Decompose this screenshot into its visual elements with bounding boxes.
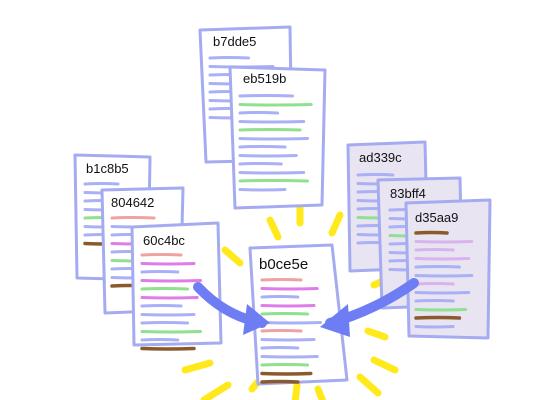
text-line xyxy=(238,137,309,141)
burst-ray xyxy=(221,246,244,267)
text-line xyxy=(260,355,319,359)
burst-ray xyxy=(181,359,214,374)
text-line xyxy=(140,330,202,334)
document-label: eb519b xyxy=(243,71,286,86)
text-line xyxy=(414,274,474,278)
text-line xyxy=(356,173,395,177)
text-line xyxy=(208,56,250,60)
text-line xyxy=(414,291,471,295)
text-line xyxy=(238,111,279,115)
document-b0ce5e: b0ce5e xyxy=(248,243,349,386)
text-line xyxy=(238,120,306,124)
text-line xyxy=(414,248,455,252)
text-line xyxy=(140,304,183,308)
burst-ray xyxy=(291,381,301,400)
curved-arrow-right-icon xyxy=(193,282,270,335)
text-line xyxy=(238,128,302,132)
text-line xyxy=(83,182,120,186)
document-eb519b: eb519b xyxy=(228,65,327,210)
text-line xyxy=(140,338,180,342)
text-line xyxy=(414,230,449,235)
burst-ray xyxy=(370,356,399,374)
text-line xyxy=(140,346,196,351)
document-label: b0ce5e xyxy=(259,256,308,273)
text-line xyxy=(140,296,199,300)
text-line xyxy=(260,329,303,333)
text-line xyxy=(110,216,156,220)
text-line xyxy=(140,253,183,257)
text-line xyxy=(238,188,287,192)
burst-ray xyxy=(200,381,232,400)
sunburst-rays-icon xyxy=(178,199,399,400)
document-d35aa9: d35aa9 xyxy=(404,198,492,340)
text-line xyxy=(260,295,300,299)
document-label: 804642 xyxy=(111,195,154,210)
text-line xyxy=(238,179,309,183)
text-line xyxy=(260,321,322,325)
text-line xyxy=(414,257,471,261)
text-line xyxy=(238,145,287,149)
burst-ray xyxy=(356,373,382,397)
text-line xyxy=(238,103,313,107)
burst-ray xyxy=(328,211,344,237)
document-60c4bc: 60c4bc xyxy=(130,221,223,351)
text-line xyxy=(414,325,455,329)
burst-ray xyxy=(364,327,389,341)
text-line xyxy=(238,162,283,166)
text-line xyxy=(140,279,202,283)
text-line xyxy=(414,308,468,312)
text-line xyxy=(260,346,300,350)
document-label: ad339c xyxy=(359,150,402,165)
document-label: 83bff4 xyxy=(390,186,426,201)
text-line xyxy=(414,315,462,320)
text-line xyxy=(414,240,474,244)
text-line xyxy=(238,154,298,158)
text-line xyxy=(260,304,316,308)
text-line xyxy=(260,338,316,342)
text-line xyxy=(238,94,294,98)
text-line xyxy=(260,379,300,384)
text-line xyxy=(140,262,196,266)
text-line xyxy=(260,371,313,376)
document-label: b7dde5 xyxy=(213,34,256,49)
text-line xyxy=(414,299,455,303)
document-label: d35aa9 xyxy=(415,210,458,225)
curved-arrow-left-icon xyxy=(320,278,419,337)
text-line xyxy=(140,270,180,274)
burst-ray xyxy=(314,385,327,400)
text-line xyxy=(260,287,319,291)
text-line xyxy=(414,282,455,286)
text-line xyxy=(140,321,189,325)
document-label: 60c4bc xyxy=(143,233,185,248)
text-line xyxy=(140,313,196,317)
text-line xyxy=(238,171,306,175)
text-line xyxy=(260,312,309,316)
text-line xyxy=(260,363,309,367)
text-line xyxy=(140,287,189,291)
document-label: b1c8b5 xyxy=(86,161,129,176)
text-line xyxy=(260,278,303,282)
text-line xyxy=(414,265,461,269)
burst-ray xyxy=(266,216,282,241)
